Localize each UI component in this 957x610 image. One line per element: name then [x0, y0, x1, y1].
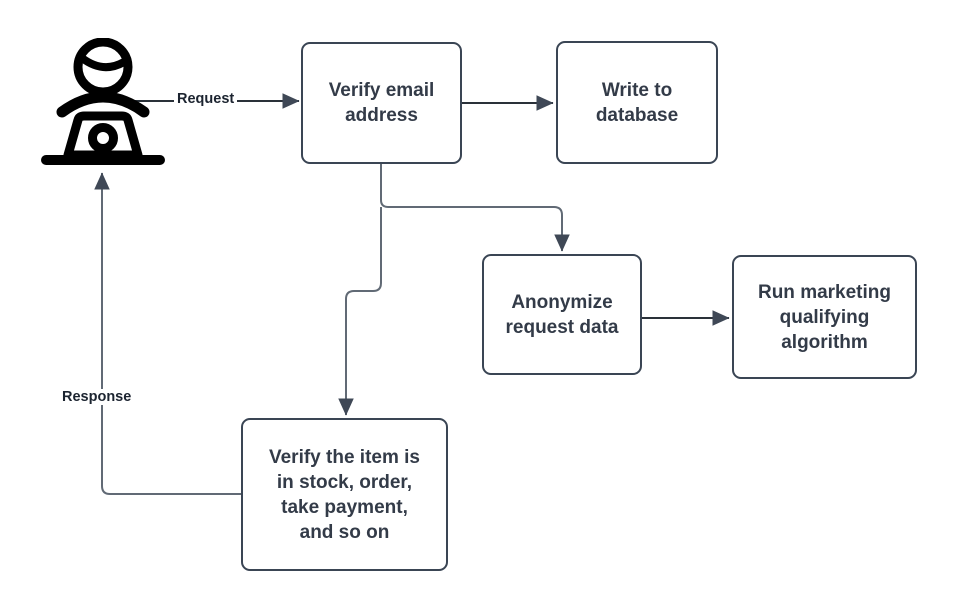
- actor-shoulders-icon: [56, 91, 150, 118]
- node-run-marketing-label: Run marketing qualifying algorithm: [757, 281, 892, 353]
- node-anonymize-label: Anonymize request data: [505, 291, 619, 338]
- edge-response: [94, 172, 241, 495]
- edge-label-request: Request: [174, 91, 238, 107]
- node-verify-item-label: Verify the item is in stock, order, take…: [268, 446, 420, 543]
- node-write-database[interactable]: Write to database: [556, 41, 718, 164]
- actor-head-icon: [73, 37, 133, 97]
- edge-verify-email-to-anonymize: [380, 164, 570, 252]
- node-run-marketing[interactable]: Run marketing qualifying algorithm: [732, 255, 917, 379]
- person-at-laptop-icon: [38, 37, 168, 170]
- node-anonymize[interactable]: Anonymize request data: [482, 254, 642, 375]
- node-write-database-label: Write to database: [595, 79, 679, 126]
- node-verify-item[interactable]: Verify the item is in stock, order, take…: [241, 418, 448, 571]
- node-verify-email-label: Verify email address: [328, 80, 435, 126]
- edge-label-response: Response: [59, 389, 135, 405]
- edge-verify-email-to-verify-item: [338, 207, 382, 416]
- node-verify-email[interactable]: Verify email address: [301, 42, 462, 164]
- laptop-icon: [41, 111, 165, 165]
